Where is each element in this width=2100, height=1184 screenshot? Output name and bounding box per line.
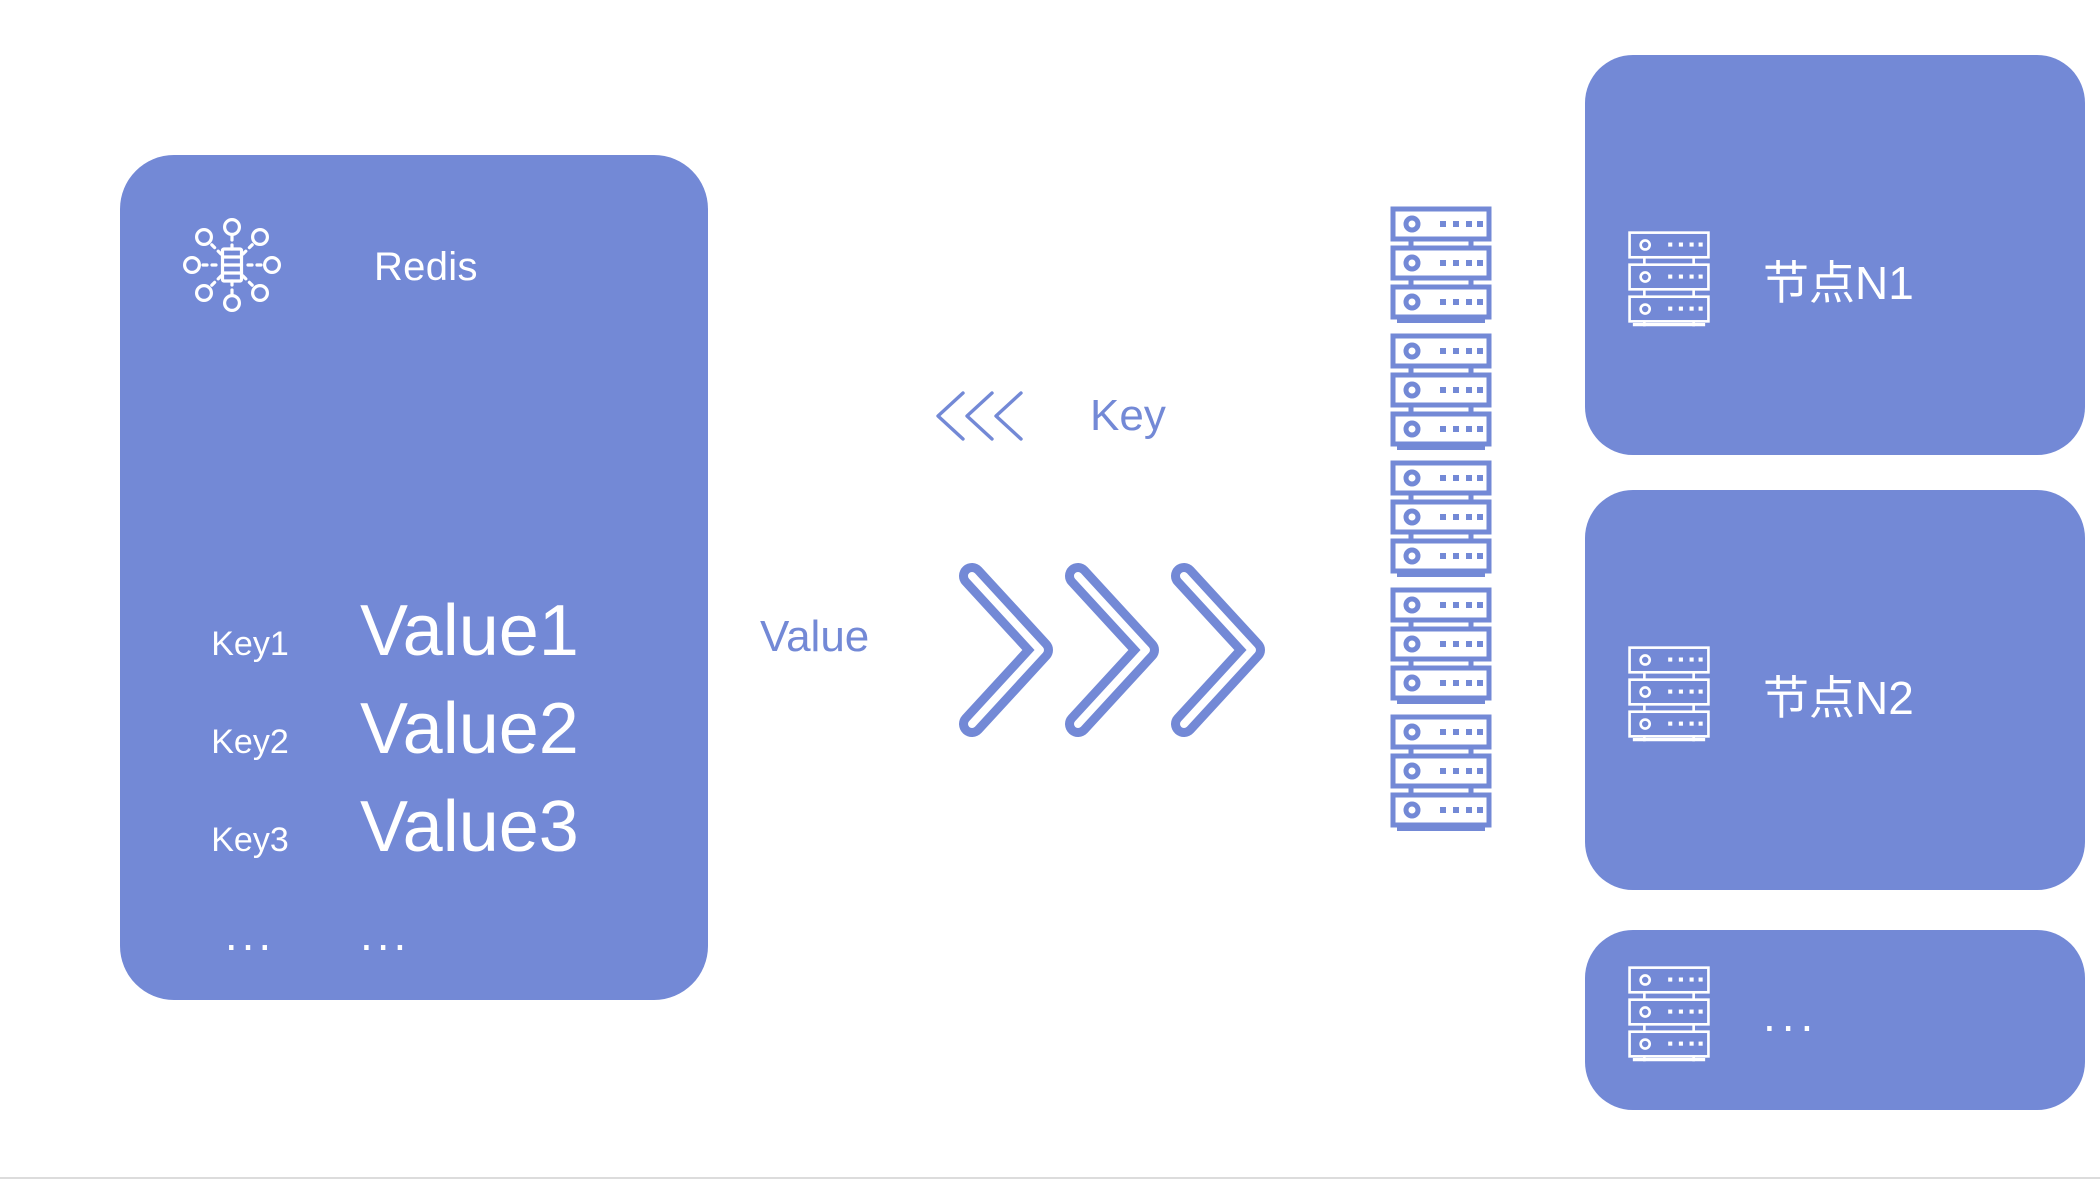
key-label: Key bbox=[1090, 391, 1166, 440]
node-card-n2: 节点N2 bbox=[1585, 490, 2085, 890]
node-card-more: ... bbox=[1585, 930, 2085, 1110]
server-rack-icon bbox=[1385, 330, 1497, 452]
triple-chevron-left-icon bbox=[930, 385, 1030, 447]
redis-title: Redis bbox=[374, 245, 478, 289]
row-key-ellipsis: ... bbox=[224, 908, 276, 960]
server-rack-icon bbox=[1385, 584, 1497, 706]
server-rack-icon bbox=[1385, 457, 1497, 579]
redis-network-hub-icon bbox=[180, 213, 284, 322]
table-row: Key2 Value2 bbox=[120, 693, 708, 791]
table-row: Key1 Value1 bbox=[120, 595, 708, 693]
row-value: Value1 bbox=[360, 591, 579, 671]
node-content: ... bbox=[1623, 962, 1819, 1067]
table-row-ellipsis: ... ... bbox=[120, 889, 708, 979]
row-key: Key2 bbox=[211, 723, 289, 761]
node-label: 节点N1 bbox=[1763, 256, 1914, 309]
table-row: Key3 Value3 bbox=[120, 791, 708, 889]
value-label: Value bbox=[760, 612, 870, 661]
server-rack-icon bbox=[1385, 711, 1497, 833]
server-rack-icon bbox=[1623, 962, 1715, 1067]
row-key: Key3 bbox=[211, 821, 289, 859]
node-label-ellipsis: ... bbox=[1763, 988, 1820, 1041]
row-value: Value2 bbox=[360, 689, 579, 769]
redis-header: Redis bbox=[180, 213, 478, 322]
node-content: 节点N2 bbox=[1623, 642, 1914, 747]
server-rack-column bbox=[1385, 203, 1497, 838]
bottom-divider bbox=[0, 1177, 2100, 1179]
row-key: Key1 bbox=[211, 625, 289, 663]
node-content: 节点N1 bbox=[1623, 227, 1914, 332]
node-label: 节点N2 bbox=[1763, 671, 1914, 724]
row-value: Value3 bbox=[360, 787, 579, 867]
triple-chevron-right-icon bbox=[950, 530, 1270, 770]
server-rack-icon bbox=[1385, 203, 1497, 325]
node-card-n1: 节点N1 bbox=[1585, 55, 2085, 455]
server-rack-icon bbox=[1623, 642, 1715, 747]
key-value-table: Key1 Value1 Key2 Value2 Key3 Value3 ... … bbox=[120, 595, 708, 979]
server-rack-icon bbox=[1623, 227, 1715, 332]
redis-source-card: Redis Key1 Value1 Key2 Value2 Key3 Value… bbox=[120, 155, 708, 1000]
key-flow-group: Key bbox=[930, 385, 1166, 447]
row-value-ellipsis: ... bbox=[360, 908, 411, 960]
